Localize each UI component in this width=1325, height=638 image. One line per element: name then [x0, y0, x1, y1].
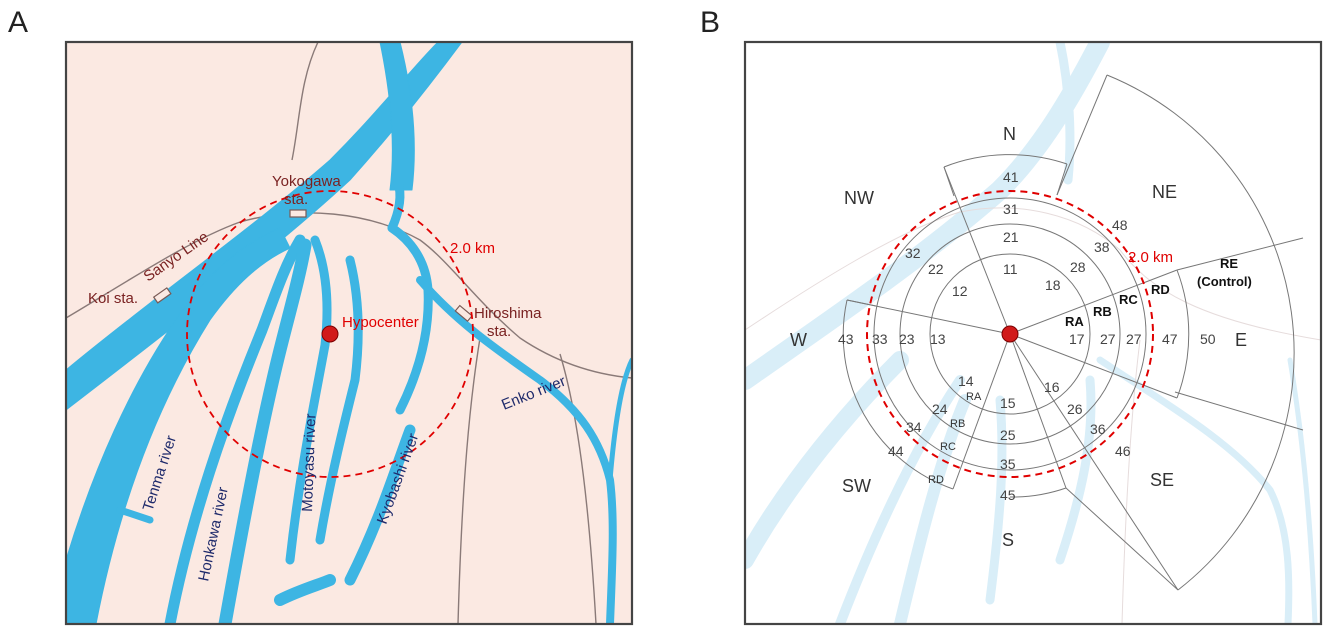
panel-b-letter: B	[700, 6, 720, 39]
sector-number: 36	[1090, 421, 1106, 437]
ring-label-sw: RA	[966, 391, 982, 403]
direction-n: N	[1003, 124, 1016, 144]
radius-circle-b	[866, 190, 1154, 478]
hypocenter-marker-b	[1001, 325, 1019, 343]
sector-number: 33	[872, 331, 888, 347]
ring-rd-n	[943, 154, 1068, 168]
map-a-frame	[64, 40, 634, 626]
ring-rb	[899, 223, 1121, 445]
direction-ne: NE	[1152, 182, 1177, 202]
control-label-line2: (Control)	[1197, 274, 1252, 289]
sector-number: 41	[1003, 169, 1019, 185]
ring-rd-s	[1009, 487, 1067, 498]
sector-number: 24	[932, 401, 948, 417]
faint-river-system	[745, 42, 1318, 624]
direction-sw: SW	[842, 476, 871, 496]
sector-number: 48	[1112, 217, 1128, 233]
yokogawa-label-line2: sta.	[284, 191, 308, 208]
sector-number: 43	[838, 331, 854, 347]
map-a-content	[66, 42, 632, 624]
ring-label-east: RC	[1119, 292, 1138, 307]
hypocenter-marker-a	[321, 325, 339, 343]
ring-rd-w	[842, 299, 954, 490]
sector-number: 34	[906, 419, 922, 435]
ring-label-east: RB	[1093, 304, 1112, 319]
sector-number: 25	[1000, 427, 1016, 443]
sector-number: 38	[1094, 239, 1110, 255]
station-markers	[152, 209, 473, 323]
ring-label-sw: RB	[950, 418, 965, 430]
sector-number: 32	[905, 245, 921, 261]
ring-label-east: RD	[1151, 282, 1170, 297]
ring-rc	[873, 197, 1147, 471]
sector-grid	[842, 74, 1304, 591]
sector-number: 27	[1126, 331, 1142, 347]
sector-number: 23	[899, 331, 915, 347]
yokogawa-label-line1: Yokogawa	[272, 173, 341, 190]
direction-w: W	[790, 330, 807, 350]
direction-s: S	[1002, 530, 1014, 550]
river-system	[66, 42, 632, 624]
ring-rd-e	[1176, 269, 1190, 399]
sector-number: 17	[1069, 331, 1085, 347]
sector-number: 13	[930, 331, 946, 347]
panel-a-letter: A	[8, 6, 28, 39]
koi-label: Koi sta.	[88, 290, 138, 307]
radius-label-a: 2.0 km	[450, 240, 495, 257]
direction-se: SE	[1150, 470, 1174, 490]
sector-number: 11	[1003, 261, 1018, 277]
ring-label-sw: RC	[940, 441, 956, 453]
map-b-content	[745, 42, 1321, 624]
sector-number: 31	[1003, 201, 1019, 217]
hiroshima-station-marker	[454, 304, 473, 323]
sector-number: 28	[1070, 259, 1086, 275]
direction-nw: NW	[844, 188, 874, 208]
sector-number: 46	[1115, 443, 1131, 459]
map-b-frame	[743, 40, 1323, 626]
ring-label-east: RA	[1065, 314, 1084, 329]
direction-e: E	[1235, 330, 1247, 350]
radius-label-b: 2.0 km	[1128, 249, 1173, 266]
sector-number: 14	[958, 373, 974, 389]
sector-number: 45	[1000, 487, 1016, 503]
faint-roads	[745, 207, 1321, 624]
motoyasu-river-label: Motoyasu river	[299, 413, 319, 512]
radius-circle-a	[186, 190, 474, 478]
sector-number: 22	[928, 261, 944, 277]
yokogawa-station-marker	[289, 209, 307, 218]
hypocenter-label: Hypocenter	[342, 314, 419, 331]
hiroshima-label-line2: sta.	[487, 323, 511, 340]
sector-number: 44	[888, 443, 904, 459]
ring-ra	[929, 253, 1091, 415]
sector-number: 21	[1003, 229, 1019, 245]
sector-number: 16	[1044, 379, 1060, 395]
ring-re	[1106, 74, 1295, 591]
map-a: Yokogawa sta. Koi sta. Hiroshima sta. Sa…	[64, 40, 634, 626]
koi-station-marker	[152, 287, 172, 304]
sector-number: 15	[1000, 395, 1016, 411]
hiroshima-label-line1: Hiroshima	[474, 305, 542, 322]
map-b: N NE E SE S SW W NW 2.0 km 11 21 31 41 1…	[743, 40, 1323, 626]
sector-number: 18	[1045, 277, 1061, 293]
ring-label-sw: RD	[928, 474, 944, 486]
sector-number: 50	[1200, 331, 1216, 347]
sector-number: 27	[1100, 331, 1116, 347]
sector-number: 26	[1067, 401, 1083, 417]
sector-number: 47	[1162, 331, 1178, 347]
sector-number: 12	[952, 283, 968, 299]
sector-number: 35	[1000, 456, 1016, 472]
control-label-line1: RE	[1220, 256, 1238, 271]
